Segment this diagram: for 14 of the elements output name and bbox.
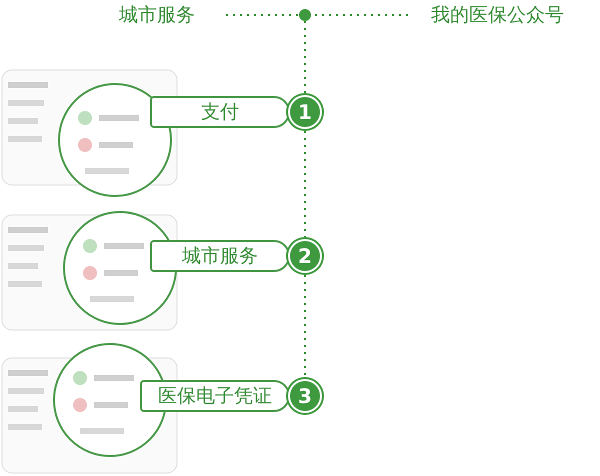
connector-line [304, 21, 306, 93]
connector-line [226, 14, 299, 16]
step-label: 支付 [150, 96, 290, 128]
heading-text: 我的医保公众号 [410, 2, 585, 28]
heading-text: 城市服务 [92, 2, 222, 28]
step-number-badge: 3 [290, 381, 320, 411]
step-label: 城市服务 [150, 240, 290, 272]
connector-line [304, 131, 306, 237]
connector-line [315, 14, 410, 16]
junction-dot [299, 9, 311, 21]
step-label: 医保电子凭证 [140, 380, 290, 412]
connector-line [304, 275, 306, 377]
step-number-badge: 1 [290, 97, 320, 127]
step-number-badge: 2 [290, 241, 320, 271]
